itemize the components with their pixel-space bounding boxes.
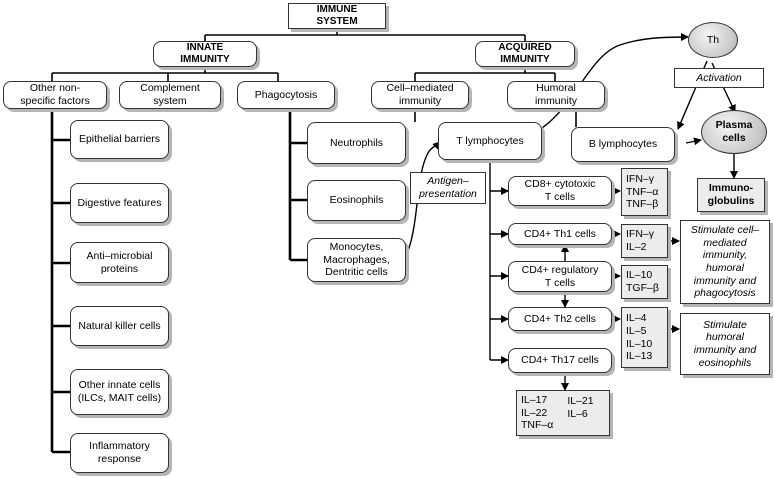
activation-label: Activation (674, 68, 764, 88)
other-innate-cells-box: Other innate cells (ILCs, MAIT cells) (70, 369, 169, 415)
other-nonspecific-box: Other non- specific factors (3, 81, 107, 109)
acquired-immunity-box: ACQUIRED IMMUNITY (475, 41, 575, 67)
th17-cytokines-col2: IL–21 IL–6 (567, 395, 594, 420)
antigen-presentation-curve (405, 141, 441, 257)
monocytes-box: Monocytes, Macrophages, Dentritic cells (307, 238, 406, 282)
cd4-th1-box: CD4+ Th1 cells (508, 223, 612, 245)
digestive-features-box: Digestive features (70, 183, 169, 223)
th1-effect-box: Stimulate cell– mediated immunity, humor… (680, 220, 770, 304)
t-lymphocytes-box: T lymphocytes (438, 122, 542, 160)
immune-system-box: IMMUNE SYSTEM (288, 3, 386, 29)
th17-cytokines-col1: IL–17 IL–22 TNF–α (521, 394, 554, 432)
phagocytosis-box: Phagocytosis (237, 81, 335, 109)
inflammatory-response-box: Inflammatory response (70, 433, 169, 473)
b-lymphocytes-box: B lymphocytes (571, 127, 675, 162)
natural-killer-box: Natural killer cells (70, 306, 169, 346)
epithelial-barriers-box: Epithelial barriers (70, 120, 169, 159)
neutrophils-box: Neutrophils (307, 122, 406, 164)
cd8-cytotoxic-box: CD8+ cytotoxic T cells (508, 176, 612, 206)
humoral-immunity-box: Humoral immunity (507, 81, 605, 109)
immunoglobulins-box: Immuno- globulins (697, 178, 765, 212)
innate-immunity-box: INNATE IMMUNITY (153, 41, 257, 67)
th1-cytokines-box: IFN–γ IL–2 (621, 224, 668, 258)
antigen-presentation-label: Antigen– presentation (410, 172, 486, 204)
antimicrobial-proteins-box: Anti–microbial proteins (70, 242, 169, 283)
cell-mediated-box: Cell–mediated immunity (371, 81, 469, 109)
cd8-cytokines-box: IFN–γ TNF–α TNF–β (621, 168, 668, 216)
th17-cytokines-box: IL–17 IL–22 TNF–α IL–21 IL–6 (516, 390, 610, 436)
th2-cytokines-box: IL–4 IL–5 IL–10 IL–13 (621, 307, 668, 368)
th2-effect-box: Stimulate humoral immunity and eosinophi… (680, 313, 770, 375)
cd4-th2-box: CD4+ Th2 cells (508, 307, 612, 331)
cd4-th17-box: CD4+ Th17 cells (508, 348, 612, 373)
treg-cytokines-box: IL–10 TGF–β (621, 265, 668, 299)
plasma-cells-circle: Plasma cells (701, 110, 767, 154)
complement-system-box: Complement system (119, 81, 221, 109)
th-cell-circle: Th (688, 22, 738, 58)
cd4-regulatory-box: CD4+ regulatory T cells (508, 261, 612, 292)
eosinophils-box: Eosinophils (307, 180, 406, 221)
b-to-plasma (685, 137, 702, 146)
